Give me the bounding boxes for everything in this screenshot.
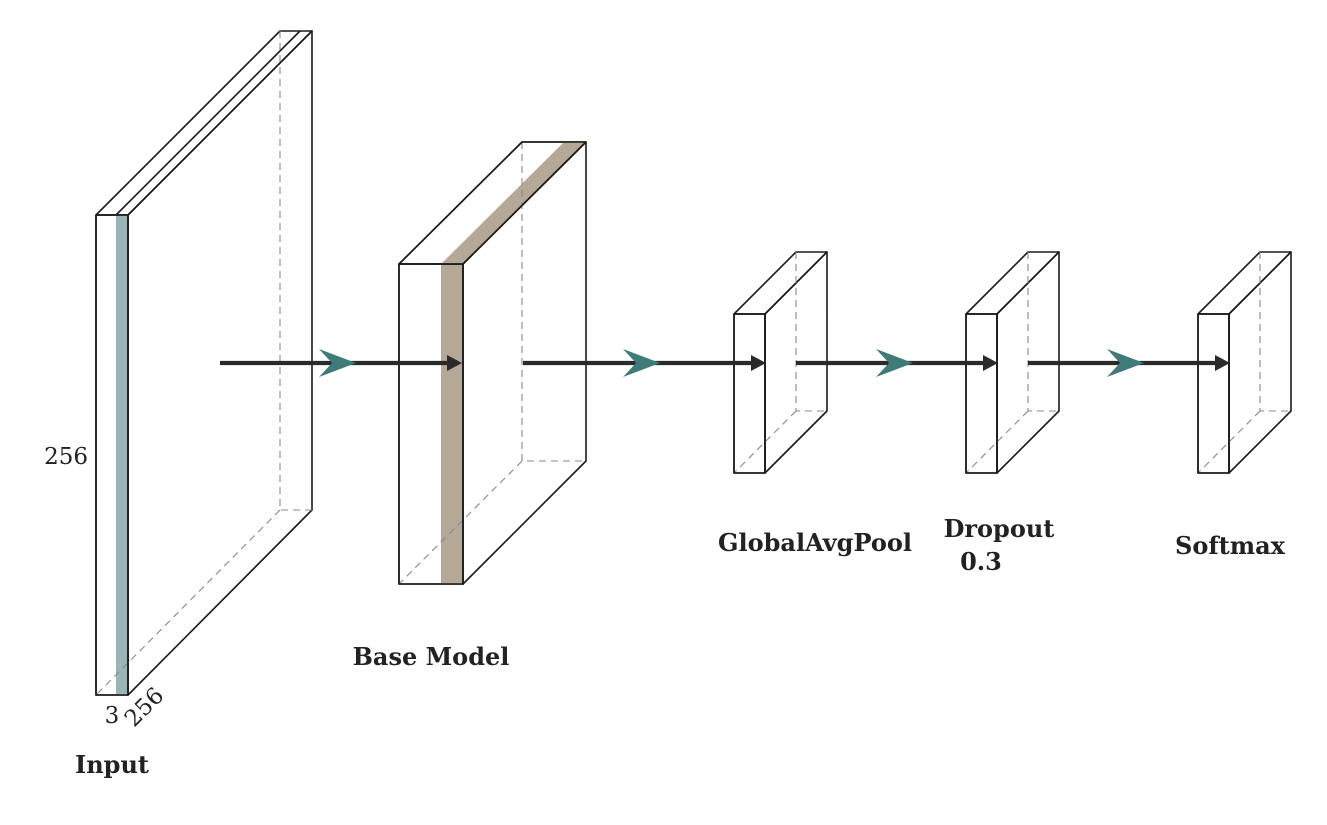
dropout-label: Dropout	[944, 514, 1055, 543]
connection-base-model-to-global-avg-pool	[523, 349, 766, 377]
base-model-block	[398, 141, 587, 585]
softmax-block	[1197, 251, 1292, 474]
teal-arrowhead-icon	[623, 349, 660, 377]
input-front-band	[116, 215, 128, 695]
input-label: Input	[75, 750, 149, 779]
softmax-hidden-edges	[1259, 252, 1291, 412]
base-model-hidden-diagonal	[398, 460, 523, 585]
connection-input-to-base-model	[220, 349, 462, 377]
base-model-top-outline	[398, 141, 587, 265]
global-avg-pool-label: GlobalAvgPool	[718, 528, 912, 557]
global-avg-pool-hidden-diagonal	[733, 410, 797, 474]
dropout-top-face	[965, 251, 1060, 315]
connection-dropout-to-softmax	[1028, 349, 1230, 377]
dropout-front-outline	[965, 313, 998, 474]
global-avg-pool-hidden-edges	[795, 252, 827, 412]
dropout-rate-label: 0.3	[960, 547, 1002, 576]
input-depth-dim: 3	[105, 703, 120, 729]
input-layer-block	[95, 30, 313, 696]
base-model-label: Base Model	[353, 642, 510, 671]
softmax-front-face	[1197, 313, 1230, 474]
global-avg-pool-top-face	[733, 251, 828, 315]
input-inner-edge	[115, 30, 301, 216]
softmax-top-face	[1197, 251, 1292, 315]
black-arrowhead-icon	[447, 355, 462, 371]
softmax-front-outline	[1197, 313, 1230, 474]
black-arrowhead-icon	[983, 355, 998, 371]
dropout-front-face	[965, 313, 998, 474]
global-avg-pool-front-face	[733, 313, 766, 474]
base-model-top-band	[441, 142, 586, 264]
dropout-block	[965, 251, 1060, 474]
input-height-dim: 256	[44, 444, 88, 470]
teal-arrowhead-icon	[876, 349, 913, 377]
global-avg-pool-block	[733, 251, 828, 474]
base-model-front-band	[441, 264, 463, 584]
black-arrowhead-icon	[751, 355, 766, 371]
teal-arrowhead-icon	[319, 349, 356, 377]
connection-global-avg-pool-to-dropout	[796, 349, 998, 377]
dropout-hidden-diagonal	[965, 410, 1029, 474]
input-hidden-diagonal	[95, 509, 281, 696]
dropout-hidden-edges	[1027, 252, 1059, 412]
input-front-outline	[95, 214, 129, 696]
global-avg-pool-front-outline	[733, 313, 766, 474]
softmax-hidden-diagonal	[1197, 410, 1261, 474]
softmax-label: Softmax	[1175, 531, 1286, 560]
teal-arrowhead-icon	[1107, 349, 1144, 377]
input-hidden-edges	[279, 31, 312, 511]
black-arrowhead-icon	[1215, 355, 1230, 371]
